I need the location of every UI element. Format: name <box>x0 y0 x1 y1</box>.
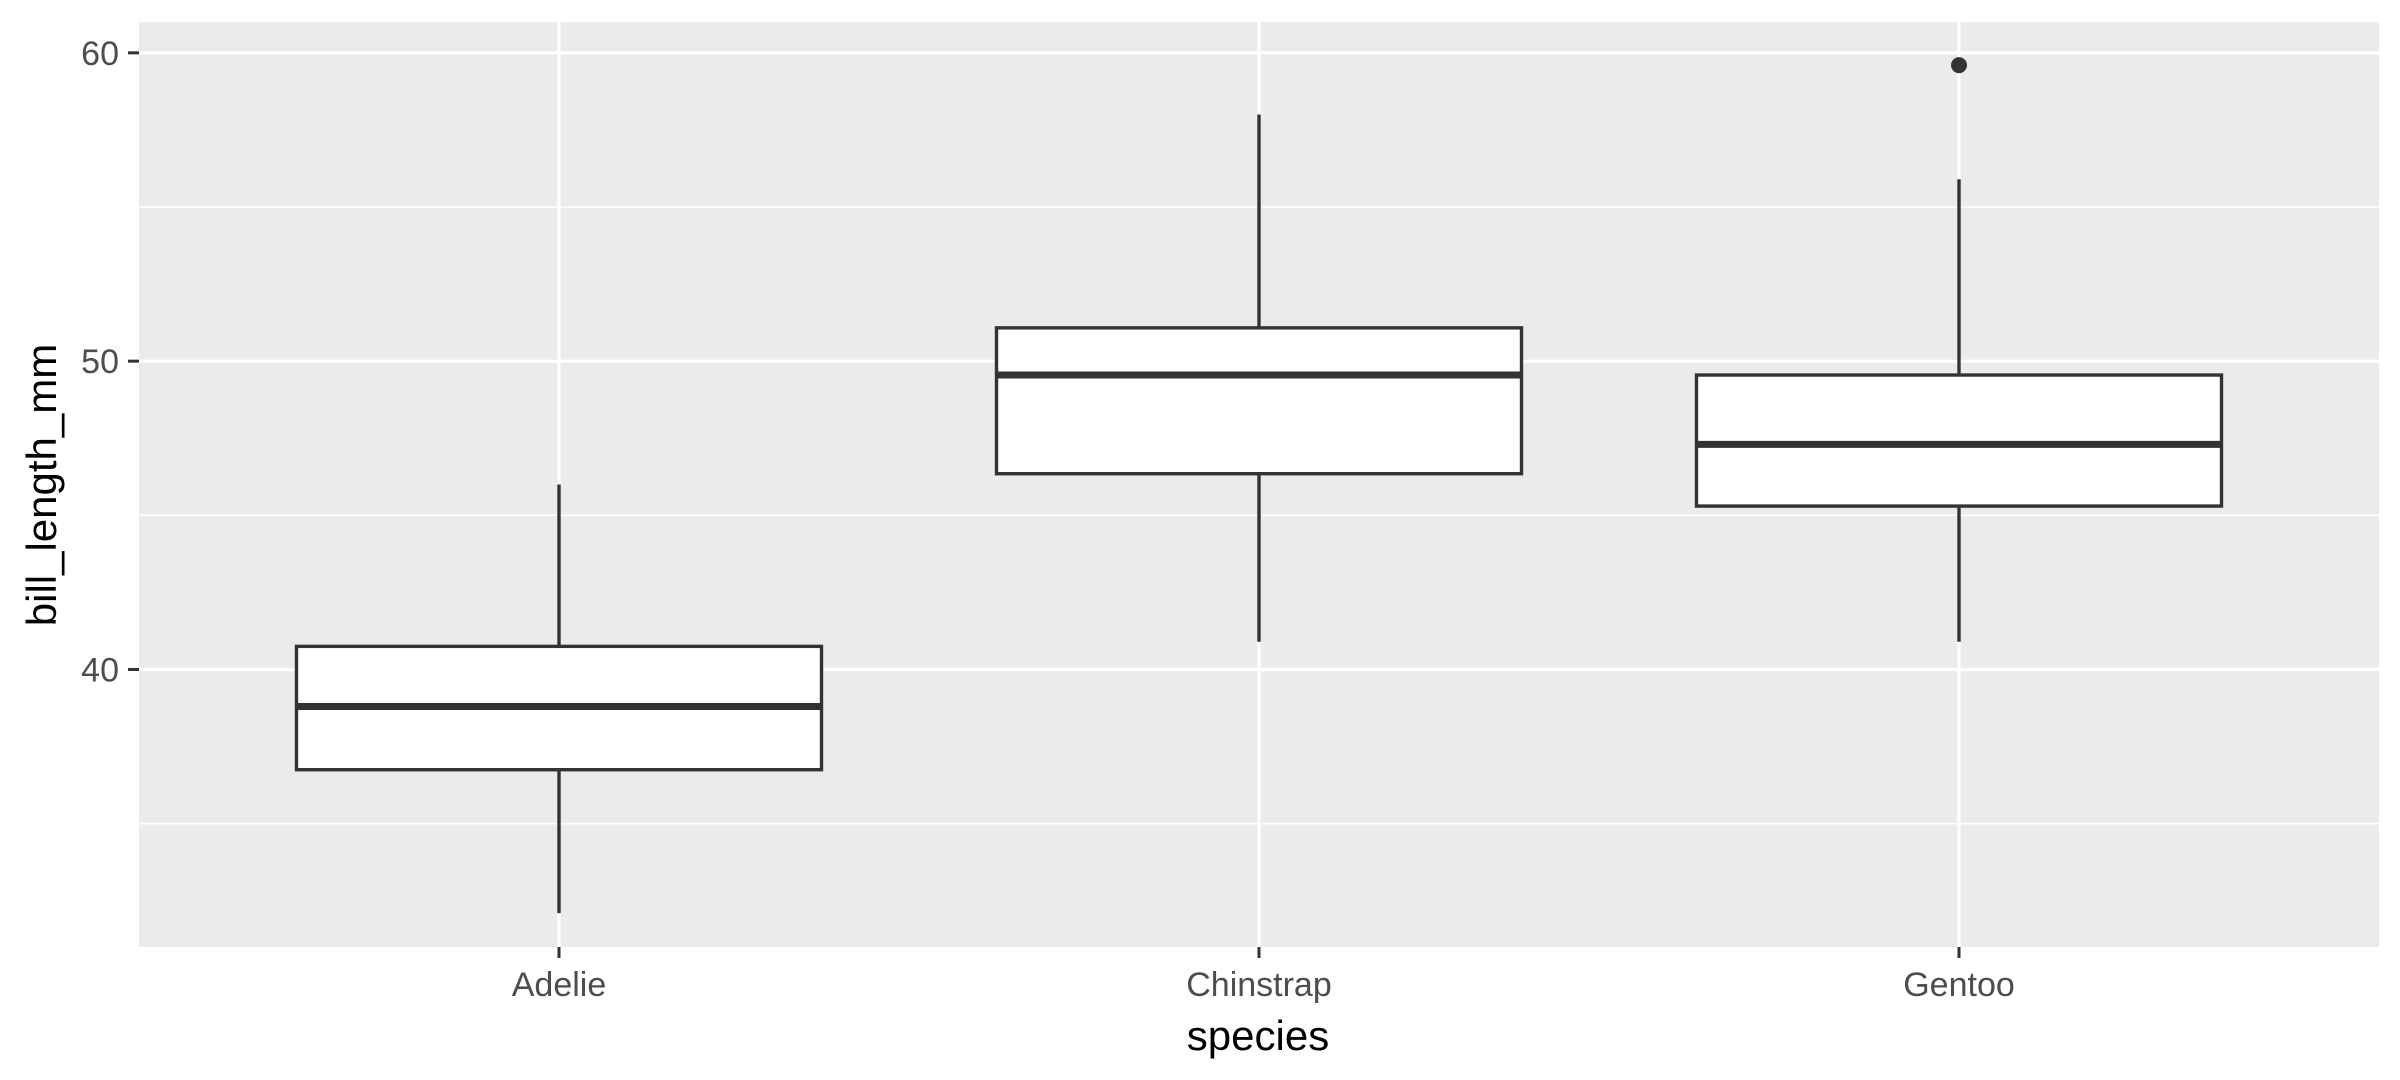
x-tick-label: Chinstrap <box>1186 966 1332 1004</box>
iqr-box <box>994 326 1524 476</box>
x-axis-title: species <box>1187 1012 1329 1059</box>
box-adelie <box>294 484 824 914</box>
x-tick-label: Gentoo <box>1903 966 2015 1004</box>
box-gentoo <box>1694 57 2224 642</box>
y-tick-label: 60 <box>81 35 119 73</box>
boxes <box>294 57 2224 914</box>
y-tick-label: 50 <box>81 343 119 381</box>
y-axis-title: bill_length_mm <box>18 344 65 626</box>
x-tick-label: Adelie <box>512 966 607 1004</box>
y-tick-label: 40 <box>81 652 119 690</box>
outlier-point <box>1951 57 1967 74</box>
iqr-box <box>1694 373 2224 508</box>
box-chinstrap <box>994 114 1524 642</box>
